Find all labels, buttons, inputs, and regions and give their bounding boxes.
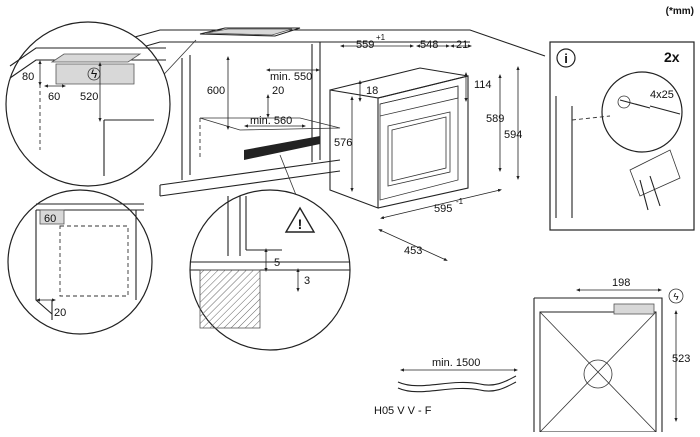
dim-20-mid: 20 (54, 307, 66, 319)
detail-mid-left: 60 20 (7, 189, 153, 335)
warning-icon (284, 206, 316, 233)
power-symbol-icon: ϟ (91, 67, 98, 81)
oven-drawing: 559 +1 548 21 18 114 576 589 594 595 -1 … (329, 33, 522, 261)
dim-595: 595 (434, 203, 452, 215)
dim-595-tolerance: -1 (456, 197, 464, 206)
info-icon: i (564, 51, 568, 66)
cable-type: H05 V V - F (374, 405, 432, 417)
dim-20-cabinet: 20 (272, 85, 284, 97)
dim-198: 198 (612, 277, 630, 289)
warning-exclamation: ! (298, 216, 303, 232)
dim-600: 600 (207, 85, 225, 97)
info-panel: i 2x 4x25 (549, 41, 695, 231)
dim-548: 548 (420, 39, 438, 51)
unit-note: (*mm) (666, 6, 694, 17)
dim-576: 576 (334, 137, 352, 149)
dim-523: 523 (672, 353, 690, 365)
power-symbol-icon-2: ϟ (673, 292, 679, 303)
cabinet-drawing: 600 min. 550 20 min. 560 (69, 27, 546, 206)
dim-114: 114 (474, 79, 492, 91)
dim-21: 21 (456, 39, 468, 51)
dim-min-560: min. 560 (250, 115, 292, 127)
dim-60-mid: 60 (44, 213, 56, 225)
dim-5: 5 (274, 257, 280, 269)
cable-min-length: min. 1500 (432, 357, 480, 369)
dim-594: 594 (504, 129, 522, 141)
screw-size: 4x25 (650, 89, 674, 101)
dim-559-tolerance: +1 (376, 33, 386, 42)
multiplier-2x: 2x (664, 49, 680, 65)
detail-floor: 5 3 ! (189, 189, 351, 351)
cable-drawing: min. 1500 H05 V V - F (374, 357, 518, 417)
detail-top-left: ϟ 80 60 520 (5, 21, 171, 187)
top-view-drawing: ϟ 198 523 (533, 277, 690, 433)
dim-559: 559 (356, 39, 374, 51)
dim-80-top: 80 (22, 71, 34, 83)
dim-3: 3 (304, 275, 310, 287)
dim-18: 18 (366, 85, 378, 97)
dim-589: 589 (486, 113, 504, 125)
dim-520: 520 (80, 91, 98, 103)
dim-453: 453 (404, 245, 422, 257)
dim-min-550: min. 550 (270, 71, 312, 83)
dim-60-top: 60 (48, 91, 60, 103)
